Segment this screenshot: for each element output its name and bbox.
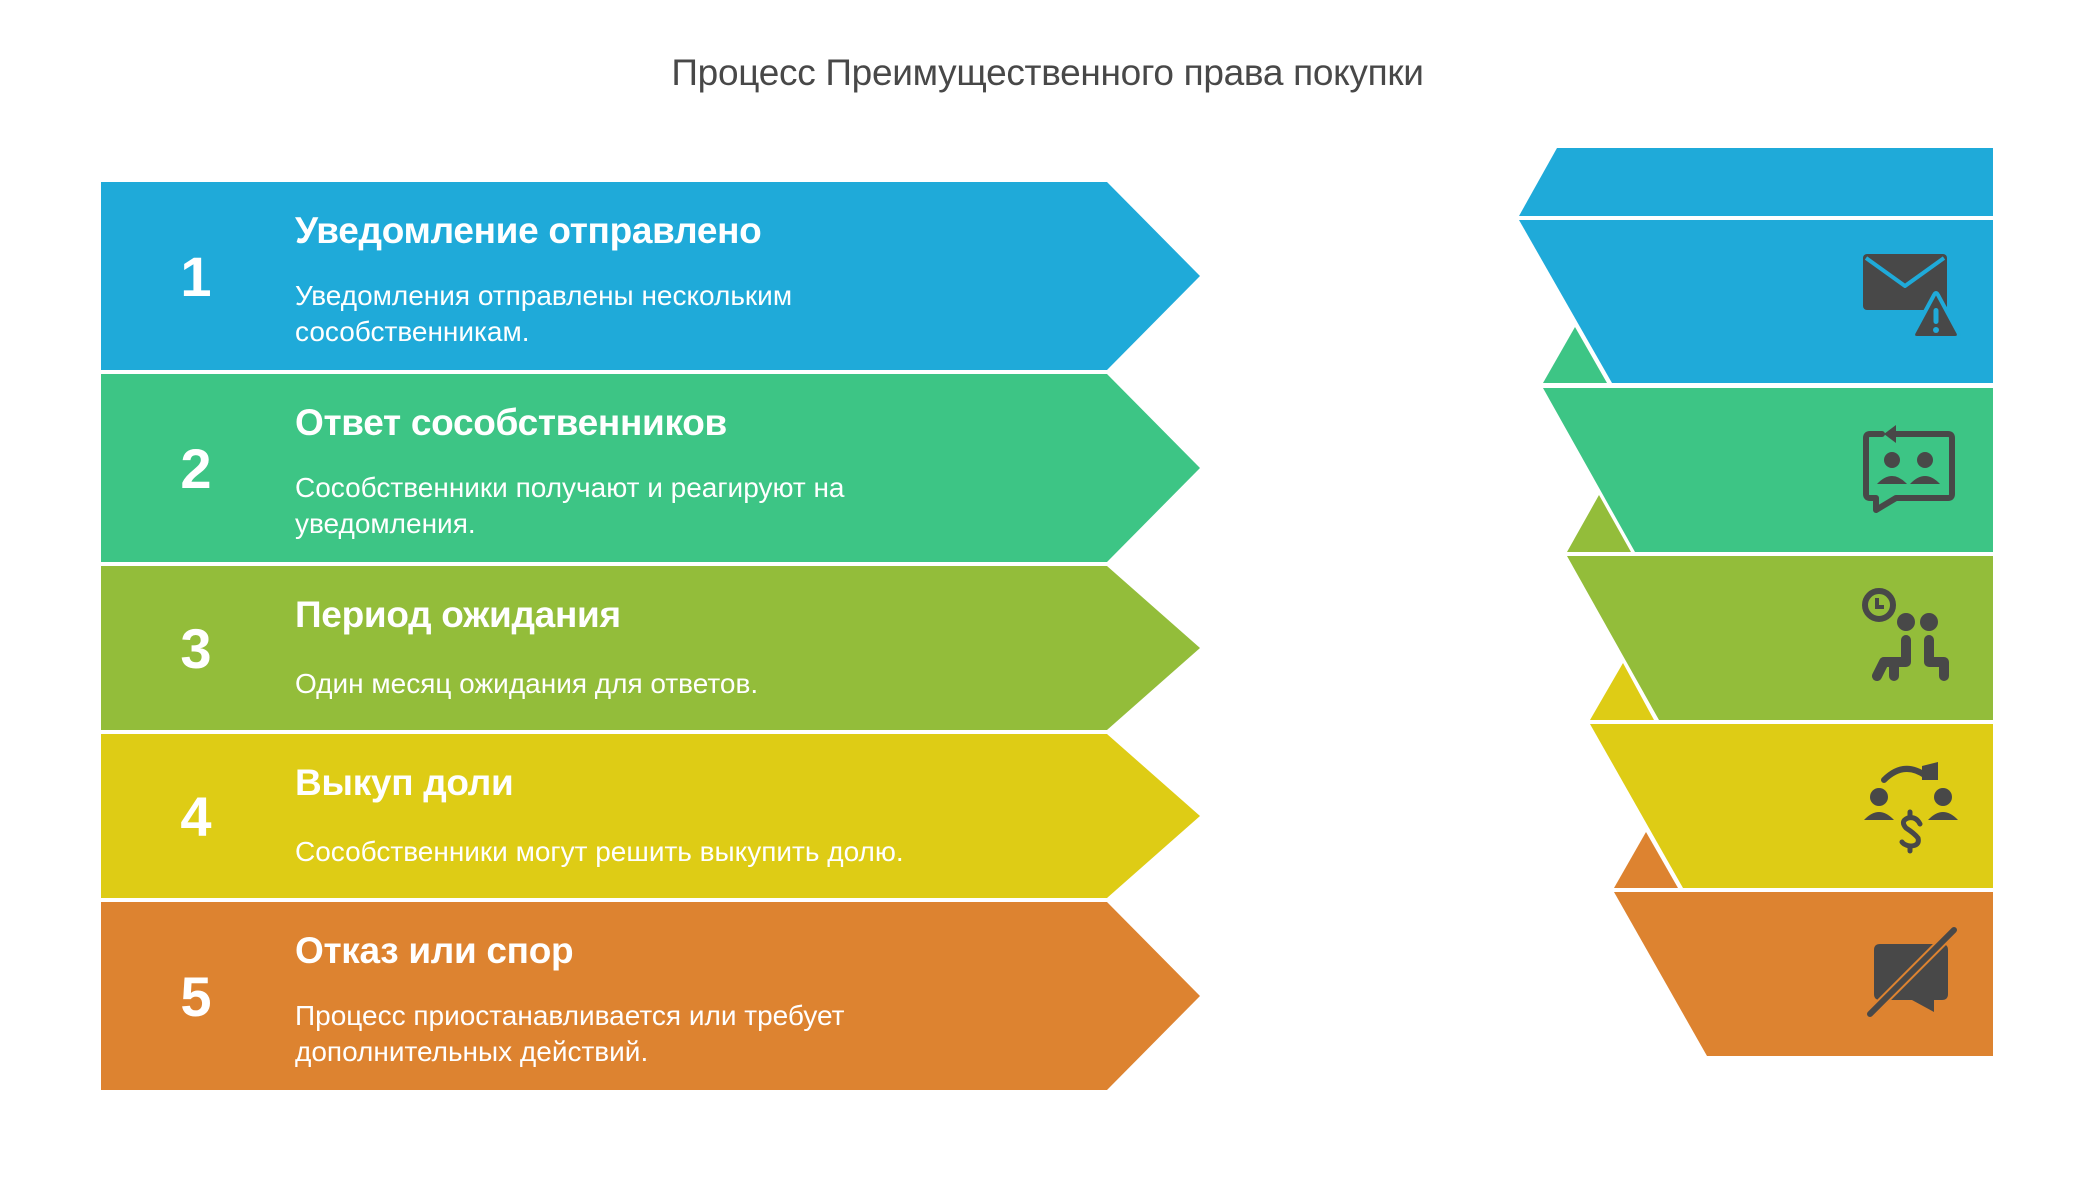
right-cap: [1519, 148, 1993, 216]
step-3-arrow: [101, 566, 1200, 730]
step-5-arrow: [101, 902, 1200, 1090]
right-triangle-5: [1614, 832, 1678, 888]
right-triangle-3: [1567, 495, 1631, 552]
step-body: Сособственники могут решить выкупить дол…: [295, 836, 904, 867]
step-number: 2: [180, 437, 212, 500]
step-4-arrow: [101, 734, 1200, 898]
step-title: Ответ сособственников: [295, 402, 727, 443]
right-triangle-2: [1543, 327, 1607, 383]
chat-off-icon: [1865, 925, 1959, 1019]
step-1-arrow: [101, 182, 1200, 370]
diagram-title: Процесс Преимущественного права покупки: [671, 52, 1424, 93]
waiting-people-clock-icon: [1862, 588, 1949, 681]
step-2: 2 Ответ сособственников Сособственники п…: [101, 374, 1201, 562]
right-panel-3: [1567, 556, 1993, 720]
right-panel-2: [1543, 388, 1993, 552]
chat-exchange-people-icon: [1863, 425, 1955, 513]
step-body: Процесс приостанавливается или требует д…: [295, 1000, 845, 1067]
step-2-arrow: [101, 374, 1200, 562]
step-5: 5 Отказ или спор Процесс приостанавливае…: [101, 902, 1201, 1090]
right-triangle-4: [1590, 663, 1654, 720]
envelope-warning-icon: [1863, 254, 1961, 340]
step-body: Один месяц ожидания для ответов.: [295, 668, 759, 699]
step-title: Период ожидания: [295, 594, 621, 635]
step-number: 3: [180, 617, 212, 680]
step-title: Отказ или спор: [295, 930, 574, 971]
right-panel-5: [1614, 892, 1993, 1056]
step-number: 1: [180, 245, 212, 308]
step-title: Выкуп доли: [295, 762, 514, 803]
step-3: 3 Период ожидания Один месяц ожидания дл…: [101, 566, 1201, 730]
money-transfer-people-icon: [1864, 762, 1958, 854]
step-body: Уведомления отправлены нескольким сособс…: [295, 280, 793, 347]
step-title: Уведомление отправлено: [295, 210, 762, 251]
step-body: Сособственники получают и реагируют на у…: [295, 472, 845, 539]
step-number: 5: [180, 965, 212, 1028]
step-number: 4: [180, 785, 212, 848]
step-1: 1 Уведомление отправлено Уведомления отп…: [101, 182, 1201, 370]
step-4: 4 Выкуп доли Сособственники могут решить…: [101, 734, 1201, 898]
right-panel-4: [1590, 724, 1993, 888]
